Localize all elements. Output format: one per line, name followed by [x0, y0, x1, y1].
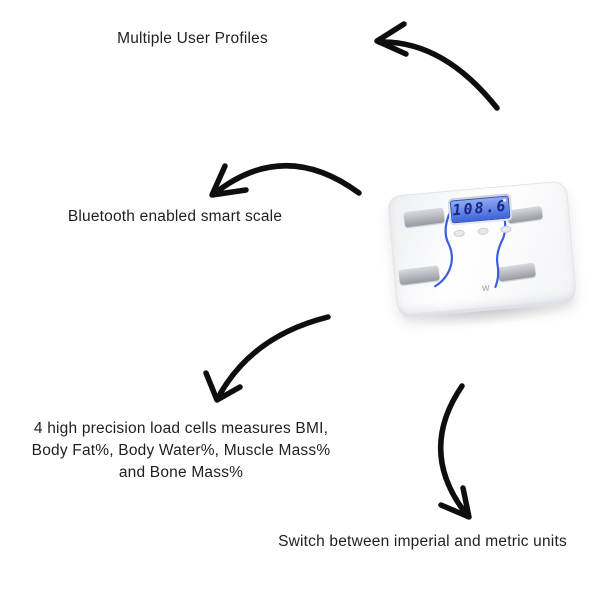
curved-arrow-to-units-icon	[437, 383, 472, 520]
scale-button-icon	[476, 227, 489, 236]
scale-button-icon	[500, 225, 512, 234]
smart-scale-product-image: 108.6 W	[387, 180, 577, 316]
caption-line: Switch between imperial and metric units	[278, 533, 567, 550]
lcd-display: 108.6	[449, 195, 511, 224]
lcd-display-bezel: 108.6	[447, 193, 513, 226]
caption-line: 4 high precision load cells measures BMI…	[33, 420, 329, 437]
curved-arrow-to-profiles-icon	[374, 21, 500, 111]
caption-line: Bluetooth enabled smart scale	[67, 208, 283, 225]
caption-bluetooth-smart-scale: Bluetooth enabled smart scale	[40, 206, 310, 228]
caption-line: Body Fat%, Body Water%, Muscle Mass%	[31, 442, 331, 459]
curved-arrow-to-bluetooth-icon	[209, 163, 362, 198]
caption-multiple-user-profiles: Multiple User Profiles	[60, 28, 325, 50]
caption-line: and Bone Mass%	[118, 464, 244, 481]
curved-arrow-to-load-cells-icon	[203, 314, 331, 403]
caption-unit-switch: Switch between imperial and metric units	[255, 531, 590, 553]
scale-button-icon	[453, 229, 465, 238]
caption-load-cells: 4 high precision load cells measures BMI…	[10, 418, 352, 484]
caption-line: Multiple User Profiles	[117, 30, 268, 47]
